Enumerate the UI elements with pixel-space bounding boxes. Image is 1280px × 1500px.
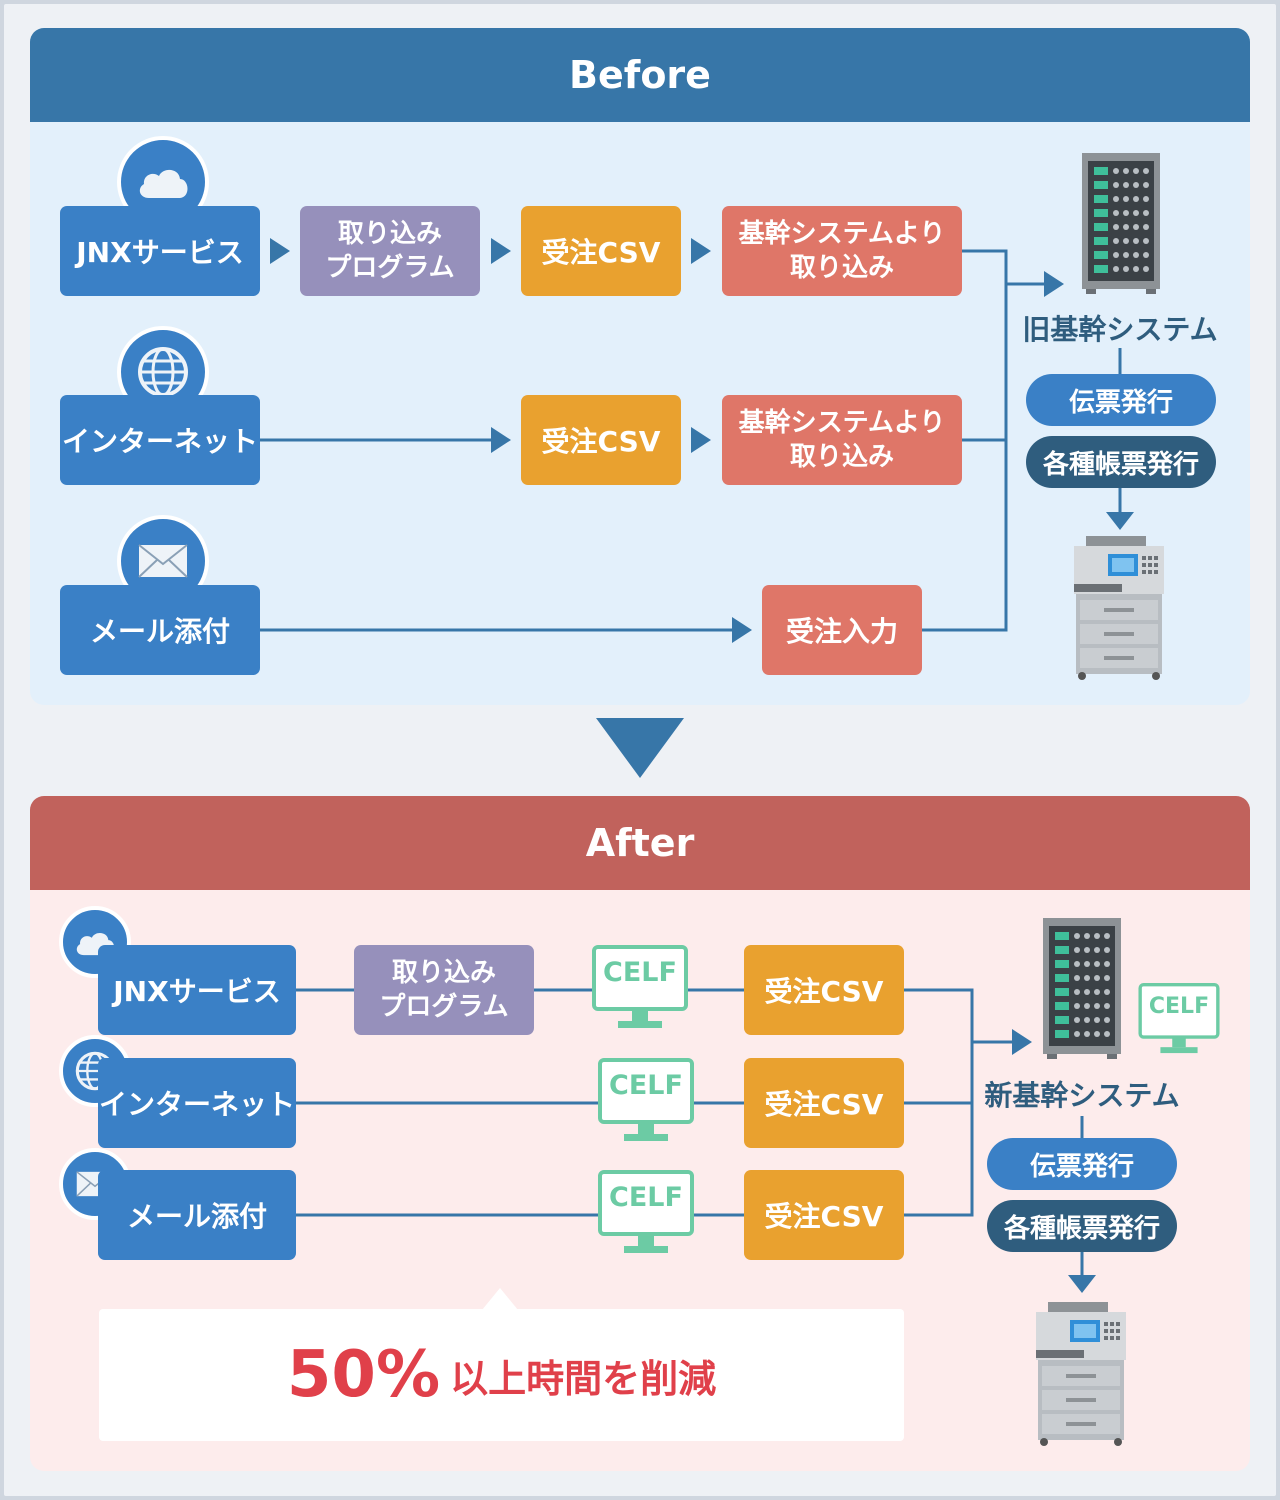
after-order-csv-3: 受注CSV — [744, 1170, 904, 1260]
celf-label: CELF — [609, 1182, 683, 1213]
result-text: 50% 以上時間を削減 — [99, 1309, 904, 1441]
after-source-internet: インターネット — [98, 1058, 296, 1148]
after-system-label: 新基幹システム — [984, 1079, 1180, 1112]
celf-label: CELF — [603, 957, 677, 988]
import-program-line2: プログラム — [379, 992, 509, 1022]
after-source-jnx: JNXサービス — [98, 945, 296, 1035]
celf-label: CELF — [609, 1070, 683, 1101]
before-order-csv-1: 受注CSV — [521, 206, 681, 296]
before-forms-pill: 各種帳票発行 — [1026, 436, 1216, 488]
after-order-csv-2: 受注CSV — [744, 1058, 904, 1148]
celf-label: CELF — [1148, 994, 1210, 1019]
core-import-line2: 取り込み — [789, 442, 894, 472]
server-icon — [1082, 153, 1160, 294]
printer-icon — [1074, 536, 1164, 680]
before-core-import-1: 基幹システムより 取り込み — [722, 206, 962, 296]
before-source-internet: インターネット — [60, 395, 260, 485]
before-order-csv-2: 受注CSV — [521, 395, 681, 485]
before-order-entry: 受注入力 — [762, 585, 922, 675]
after-import-program: 取り込み プログラム — [354, 945, 534, 1035]
server-icon — [1043, 918, 1121, 1059]
before-slip-pill: 伝票発行 — [1026, 374, 1216, 426]
result-box: 50% 以上時間を削減 — [99, 1309, 904, 1441]
after-forms-pill: 各種帳票発行 — [987, 1200, 1177, 1252]
after-source-mail: メール添付 — [98, 1170, 296, 1260]
result-caption: 以上時間を削減 — [450, 1356, 717, 1401]
import-program-line1: 取り込み — [337, 219, 442, 249]
celf-monitor-icon: CELF — [592, 945, 688, 1035]
result-bubble-tip — [482, 1288, 518, 1310]
after-slip-pill: 伝票発行 — [987, 1138, 1177, 1190]
celf-monitor-icon: CELF — [1138, 983, 1220, 1059]
import-program-line2: プログラム — [325, 253, 455, 283]
before-source-jnx: JNXサービス — [60, 206, 260, 296]
before-core-import-2: 基幹システムより 取り込み — [722, 395, 962, 485]
after-order-csv-1: 受注CSV — [744, 945, 904, 1035]
before-header: Before — [30, 28, 1250, 122]
celf-monitor-icon: CELF — [598, 1058, 694, 1148]
core-import-line2: 取り込み — [789, 253, 894, 283]
core-import-line1: 基幹システムより — [738, 219, 946, 249]
before-import-program: 取り込み プログラム — [300, 206, 480, 296]
transition-arrow-icon — [596, 718, 684, 778]
core-import-line1: 基幹システムより — [738, 408, 946, 438]
printer-icon — [1036, 1302, 1126, 1446]
celf-monitor-icon: CELF — [598, 1170, 694, 1260]
import-program-line1: 取り込み — [391, 958, 496, 988]
after-header: After — [30, 796, 1250, 890]
before-system-label: 旧基幹システム — [1022, 313, 1218, 346]
result-percent: 50% — [286, 1338, 441, 1412]
before-source-mail: メール添付 — [60, 585, 260, 675]
